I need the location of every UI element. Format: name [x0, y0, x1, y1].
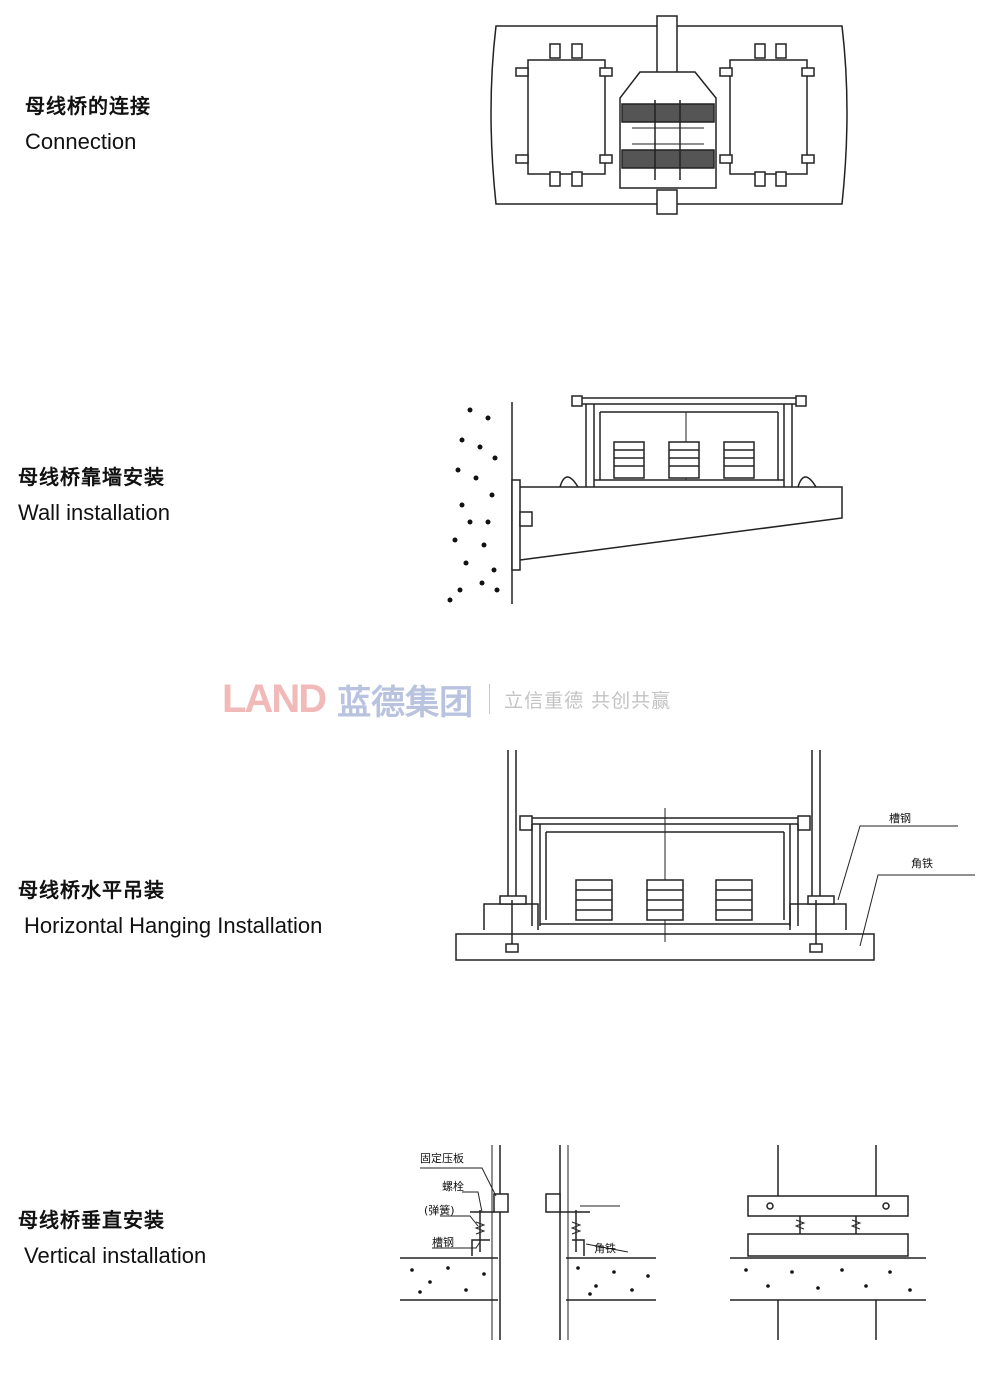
horizontal-title-cn: 母线桥水平吊装 [18, 878, 165, 902]
wall-title-cn: 母线桥靠墙安装 [18, 465, 165, 489]
connection-diagram [490, 15, 848, 215]
label-channel-steel-vertical: 槽钢 [432, 1236, 454, 1249]
label-angle-iron: 角铁 [911, 857, 933, 870]
section-wall-title: 母线桥靠墙安装 Wall installation [18, 461, 170, 526]
section-connection-title: 母线桥的连接 Connection [25, 90, 151, 155]
watermark: LAND 蓝德集团 立信重德 共创共赢 [222, 676, 672, 723]
horizontal-title-en: Horizontal Hanging Installation [24, 913, 323, 938]
vertical-installation-right-diagram [730, 1145, 926, 1340]
connection-title-cn: 母线桥的连接 [25, 94, 151, 118]
connection-title-en: Connection [25, 129, 137, 154]
horizontal-insulators [575, 879, 753, 921]
vertical-installation-left-diagram: 固定压板 螺栓 (弹簧) 槽钢 角铁 [400, 1145, 656, 1340]
label-channel-steel: 槽钢 [889, 812, 911, 825]
floor-dots-left [410, 1266, 650, 1296]
label-spring: (弹簧) [424, 1203, 455, 1217]
right-frame-clamps [719, 43, 815, 187]
floor-dots-right [744, 1268, 912, 1292]
watermark-divider [489, 684, 491, 714]
label-angle-iron-vertical: 角铁 [594, 1242, 616, 1255]
label-bolt: 螺栓 [442, 1179, 464, 1193]
watermark-company-name: 蓝德集团 [337, 682, 474, 723]
vertical-title-en: Vertical installation [24, 1243, 207, 1268]
section-horizontal-title: 母线桥水平吊装 Horizontal Hanging Installation [18, 874, 322, 939]
wall-installation-diagram [447, 395, 843, 604]
label-fixing-plate: 固定压板 [420, 1151, 464, 1165]
watermark-slogan: 立信重德 共创共赢 [504, 689, 672, 712]
wall-concrete-dots [447, 407, 500, 603]
vertical-title-cn: 母线桥垂直安装 [18, 1208, 165, 1232]
horizontal-hanging-diagram: 槽钢 角铁 [455, 750, 975, 961]
section-vertical-title: 母线桥垂直安装 Vertical installation [18, 1204, 206, 1269]
left-frame-clamps [515, 43, 613, 187]
wall-insulators [613, 441, 755, 479]
wall-title-en: Wall installation [18, 500, 171, 525]
watermark-logo: LAND [222, 676, 327, 721]
